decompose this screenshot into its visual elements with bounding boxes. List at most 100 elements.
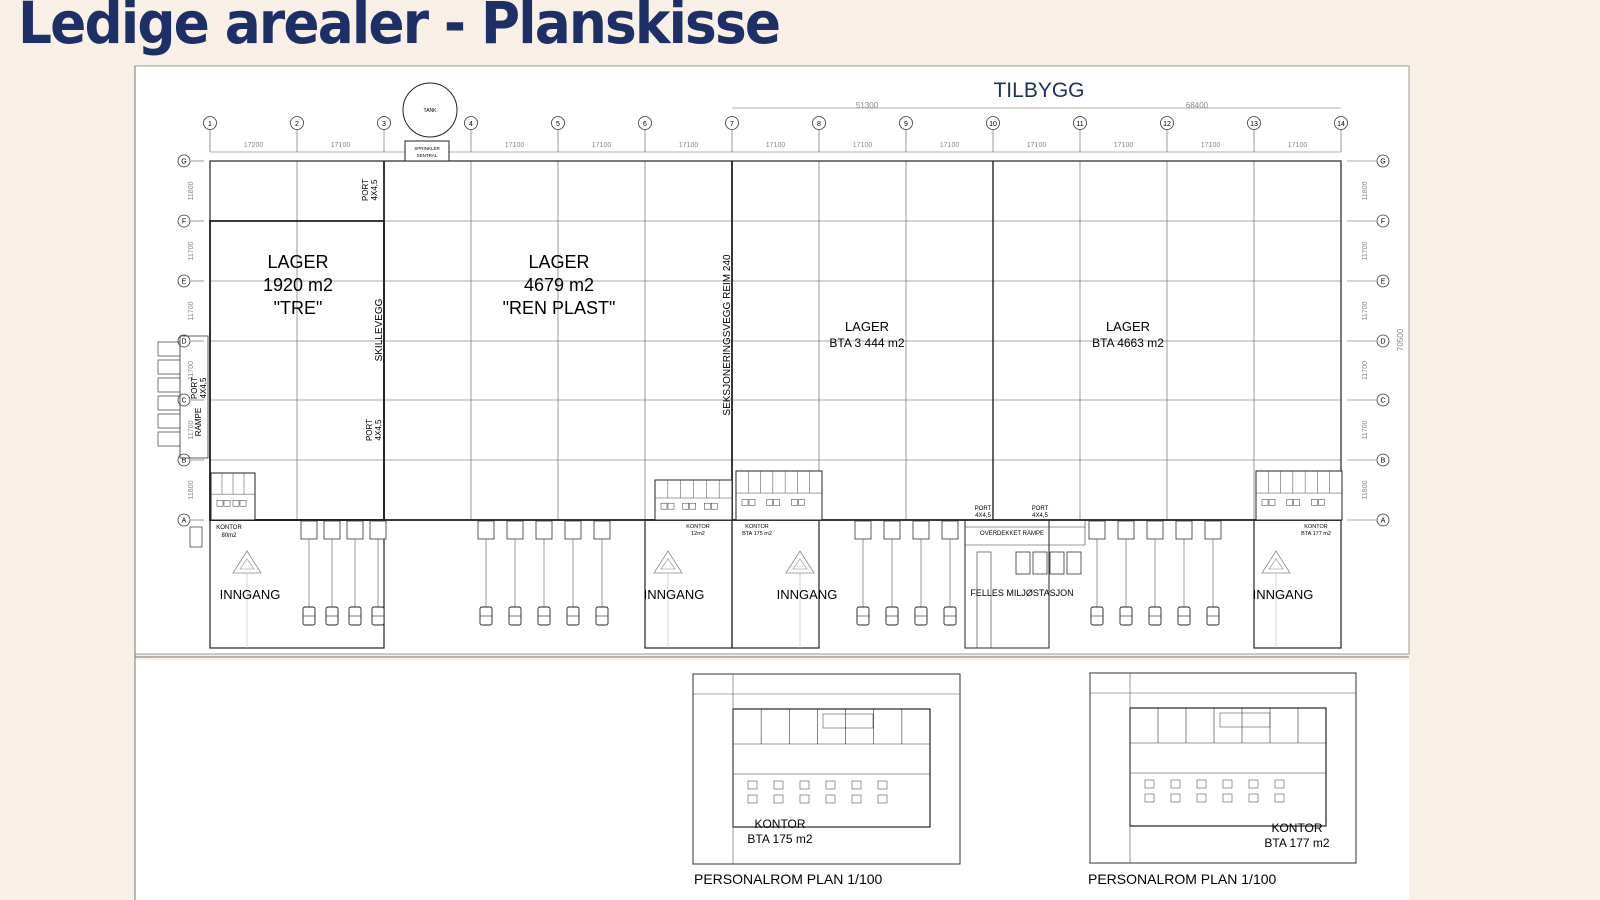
hall-3: LAGER BTA 3 444 m2 [829, 319, 904, 350]
column-marker [899, 116, 913, 130]
port-size-3: 4X4,5 [199, 377, 208, 398]
detail-2-kontor: KONTOR [1271, 821, 1322, 835]
side-dock [157, 431, 180, 447]
column-label: 6 [643, 121, 647, 128]
column-label: 3 [382, 121, 386, 128]
row-label-right: A [1381, 518, 1386, 525]
row-label-left: G [181, 159, 186, 166]
chair [1248, 779, 1259, 789]
bay-dimension: 17100 [1288, 142, 1308, 149]
miljostasjon-area [964, 519, 1050, 649]
bay-dimension: 17200 [244, 142, 264, 149]
bay-dimension-right: 11700 [1362, 241, 1369, 260]
desk [1268, 499, 1276, 506]
container [1032, 551, 1048, 575]
meeting-table [822, 713, 874, 729]
desk [660, 502, 668, 510]
kontor-area-1: 80m2 [221, 533, 237, 539]
container [1066, 551, 1082, 575]
felles-miljostasjon-label: FELLES MILJØSTASJON [970, 588, 1073, 598]
row-label-right: E [1381, 279, 1386, 286]
chair [799, 780, 810, 790]
desk [689, 502, 696, 510]
total-height-dim: 70500 [1396, 328, 1405, 351]
row-marker-right [1376, 453, 1390, 467]
column-marker [986, 116, 1000, 130]
row-marker-left [177, 334, 191, 348]
detail-plan-1: KONTOR BTA 175 m2 PERSONALROM PLAN 1/100 [692, 673, 961, 887]
page-title: Ledige arealer - Planskisse [18, 0, 781, 57]
chair [799, 794, 810, 804]
port-label-4: PORT [975, 506, 992, 512]
hall-2-line1: LAGER [528, 252, 589, 272]
loading-door [912, 520, 930, 540]
desk [766, 499, 773, 506]
row-label-right: C [1380, 398, 1385, 405]
row-marker-left [177, 274, 191, 288]
column-label: 2 [295, 121, 299, 128]
chair [1196, 793, 1207, 803]
container [1049, 551, 1065, 575]
port-size-4: 4X4,5 [975, 513, 991, 519]
column-label: 1 [208, 121, 212, 128]
desk [1311, 499, 1318, 506]
seksjonering-label: SEKSJONERINGSVEGG REIM 240 [722, 254, 733, 416]
port-label-1: PORT [361, 179, 370, 201]
column-label: 13 [1250, 121, 1258, 128]
side-dock [157, 413, 180, 429]
parked-car [189, 526, 203, 548]
hall-3-line2: BTA 3 444 m2 [829, 336, 904, 350]
row-label-left: D [181, 339, 186, 346]
loading-door [369, 520, 387, 540]
bay-dimension-left: 11700 [188, 420, 195, 439]
sprinkler-label-2: SENTRAL [417, 153, 438, 158]
entrance-area [209, 519, 385, 649]
sprinkler-central [404, 140, 450, 162]
hall-4-line1: LAGER [1106, 319, 1150, 334]
desk [1318, 499, 1325, 506]
desk [798, 499, 805, 506]
loading-door [854, 520, 872, 540]
chair [1274, 779, 1285, 789]
office-block [735, 470, 823, 521]
loading-door [346, 520, 364, 540]
port-label-5: PORT [1032, 506, 1049, 512]
desk [791, 499, 798, 506]
chair [1144, 779, 1155, 789]
bay-dimension: 17100 [853, 142, 873, 149]
desk [711, 502, 718, 510]
office-rooms-layer [210, 470, 1343, 521]
kontor-area-2: 12m2 [691, 531, 705, 537]
column-marker [1160, 116, 1174, 130]
row-label-left: C [181, 398, 186, 405]
column-marker [1073, 116, 1087, 130]
chair [1170, 793, 1181, 803]
loading-door [1146, 520, 1164, 540]
column-label: 4 [469, 121, 473, 128]
row-marker-right [1376, 154, 1390, 168]
row-marker-right [1376, 214, 1390, 228]
column-label: 10 [989, 121, 997, 128]
row-marker-left [177, 453, 191, 467]
container [1015, 551, 1031, 575]
column-label: 7 [730, 121, 734, 128]
desk [704, 502, 711, 510]
overall-dim-1: 51300 [856, 101, 879, 110]
row-marker-right [1376, 334, 1390, 348]
rampe-label: RAMPE [194, 408, 203, 436]
row-marker-left [177, 154, 191, 168]
detail-2-caption: PERSONALROM PLAN 1/100 [1088, 871, 1277, 887]
column-marker [290, 116, 304, 130]
desk [239, 500, 247, 507]
port-size-2: 4X4,5 [374, 419, 383, 440]
loading-docks-layer [157, 341, 1291, 649]
kontor-area-3: BTA 175 m2 [742, 531, 772, 537]
chair [747, 794, 758, 804]
desk [1293, 499, 1300, 506]
kontor-label-2: KONTOR [686, 524, 709, 530]
column-marker [725, 116, 739, 130]
bay-dimension: 17100 [679, 142, 699, 149]
bay-dimension-right: 11700 [1362, 420, 1369, 439]
meeting-table [1219, 712, 1271, 728]
